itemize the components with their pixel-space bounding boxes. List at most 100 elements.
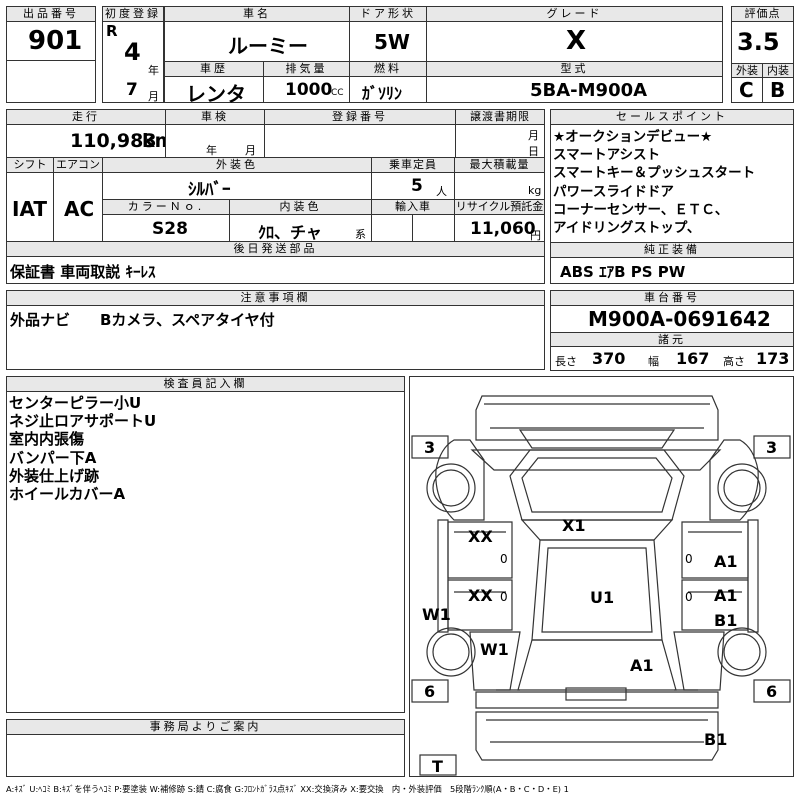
first-reg-cell	[102, 21, 164, 103]
grade: X	[566, 26, 587, 56]
zero-mark: 0	[685, 552, 693, 566]
tire-rr-value: 6	[766, 682, 778, 701]
color-no: S28	[152, 219, 188, 239]
first-reg-year: 4	[124, 38, 141, 66]
inspector-line: 室内内張傷	[9, 430, 85, 449]
notes: 外品ナビ Bカメラ、スペアタイヤ付	[10, 311, 275, 329]
model-code-cell	[426, 76, 723, 103]
mark-w1-left-sill: W1	[422, 605, 451, 624]
height: 173	[756, 349, 790, 368]
mark-a1-right-front: A1	[714, 552, 738, 571]
capacity-unit: 人	[436, 185, 447, 198]
mark-a1-right-rear: A1	[714, 586, 738, 605]
score-int-cell	[762, 77, 794, 103]
equipment-cell	[550, 257, 794, 284]
inspector-line: 外装仕上げ跡	[9, 466, 100, 485]
tire-rl-value: 6	[424, 682, 436, 701]
inspector-line: ネジ止ロアサポートU	[9, 412, 157, 431]
inspector-list: センターピラー小U ネジ止ロアサポートU 室内内張傷 バンパー下A 外装仕上げ跡…	[9, 394, 156, 503]
grade-header: グレード	[426, 6, 723, 22]
chassis-number: M900A-0691642	[588, 307, 771, 331]
zero-mark: 0	[500, 590, 508, 604]
recycle: 11,060	[470, 219, 536, 239]
width: 167	[676, 349, 710, 368]
transfer-day-unit: 日	[528, 145, 539, 158]
score-ext-header: 外装	[731, 63, 763, 78]
mark-b1-bottom: B1	[704, 730, 728, 749]
score-int-header: 内装	[762, 63, 794, 78]
zero-mark: 0	[685, 590, 693, 604]
sales-point-line: パワースライドドア	[553, 183, 674, 200]
ext-color-cell	[102, 172, 372, 200]
color-no-cell	[102, 214, 230, 242]
first-reg-year-unit: 年	[148, 64, 159, 77]
int-color: ｸﾛ、チャ	[258, 223, 322, 242]
capacity: 5	[411, 176, 423, 196]
score-ext-cell	[731, 77, 763, 103]
score-cell	[731, 21, 794, 64]
inspection-header: 車検	[165, 109, 265, 125]
shift-cell	[6, 172, 54, 242]
fuel-header: 燃料	[349, 61, 427, 77]
first-reg-header: 初度登録	[102, 6, 164, 22]
equipment: ABS ｴｱB PS PW	[560, 263, 686, 281]
model-code: 5BA-M900A	[530, 80, 648, 101]
notes-cell	[6, 305, 545, 370]
shift: IAT	[12, 197, 48, 221]
max-load-unit: kg	[528, 184, 542, 197]
displacement-cell	[263, 76, 350, 103]
mileage-cell	[6, 124, 166, 158]
tire-fr-value: 3	[766, 438, 778, 457]
tire-fl-value: 3	[424, 438, 436, 457]
ext-color: ｼﾙﾊﾞｰ	[188, 180, 231, 200]
displacement-unit: CC	[331, 88, 344, 98]
inspector-line: センターピラー小U	[9, 394, 142, 412]
sales-point-line: ★オークションデビュー★	[553, 129, 713, 145]
transfer-month-unit: 月	[528, 129, 539, 142]
max-load-header: 最大積載量	[454, 157, 545, 173]
inspector-line: バンパー下A	[9, 448, 97, 467]
mark-u1: U1	[590, 588, 615, 607]
sales-point-line: スマートアシスト	[553, 147, 661, 164]
recycle-cell	[454, 214, 545, 242]
int-color-unit: 系	[355, 228, 366, 241]
height-label: 高さ	[723, 355, 745, 368]
length-label: 長さ	[555, 355, 577, 368]
legend-footer: A:ｷｽﾞ U:ﾍｺﾐ B:ｷｽﾞを伴うﾍｺﾐ P:要塗装 W:補修跡 S:錆 …	[6, 784, 569, 794]
spare-tire-value: T	[432, 757, 443, 776]
later-parts: 保証書 車両取説 ｷｰﾚｽ	[10, 263, 156, 281]
first-reg-month: 7	[126, 80, 138, 100]
inspector-cell	[6, 391, 405, 713]
mark-w1-left-quarter: W1	[480, 640, 509, 659]
displacement: 1000	[285, 80, 333, 100]
recycle-unit: 円	[530, 229, 541, 242]
mark-a1-rear: A1	[630, 656, 654, 675]
fuel: ｶﾞｿﾘﾝ	[362, 84, 403, 103]
score-int: B	[770, 78, 786, 102]
car-name: ルーミー	[228, 34, 308, 58]
sales-point-line: アイドリングストップ、	[553, 220, 701, 237]
inspection-month-unit: 月	[245, 144, 256, 157]
sales-point-line: スマートキー＆プッシュスタート	[553, 165, 756, 182]
history: レンタ	[186, 82, 246, 106]
import-divider	[412, 214, 413, 242]
notes-header: 注意事項欄	[6, 290, 545, 306]
inspection-year-unit: 年	[206, 144, 217, 157]
first-reg-era: R	[106, 22, 118, 40]
mark-b1-right: B1	[714, 611, 738, 630]
later-parts-cell	[6, 256, 545, 284]
ext-color-header: 外装色	[102, 157, 372, 173]
first-reg-month-unit: 月	[148, 90, 159, 103]
sales-points-list: ★オークションデビュー★ スマートアシスト スマートキー＆プッシュスタート パワ…	[553, 128, 755, 237]
mark-xx-rear-left: XX	[468, 586, 493, 605]
lot-blank	[6, 60, 96, 103]
sales-point-line: コーナーセンサー、ＥＴＣ、	[553, 201, 729, 218]
width-label: 幅	[648, 355, 659, 368]
mark-x1: X1	[562, 516, 586, 535]
aircon: AC	[64, 197, 95, 221]
import-header: 輸入車	[371, 199, 455, 215]
recycle-header: リサイクル預託金	[454, 199, 545, 215]
door-cell	[349, 21, 427, 62]
length: 370	[592, 349, 626, 368]
